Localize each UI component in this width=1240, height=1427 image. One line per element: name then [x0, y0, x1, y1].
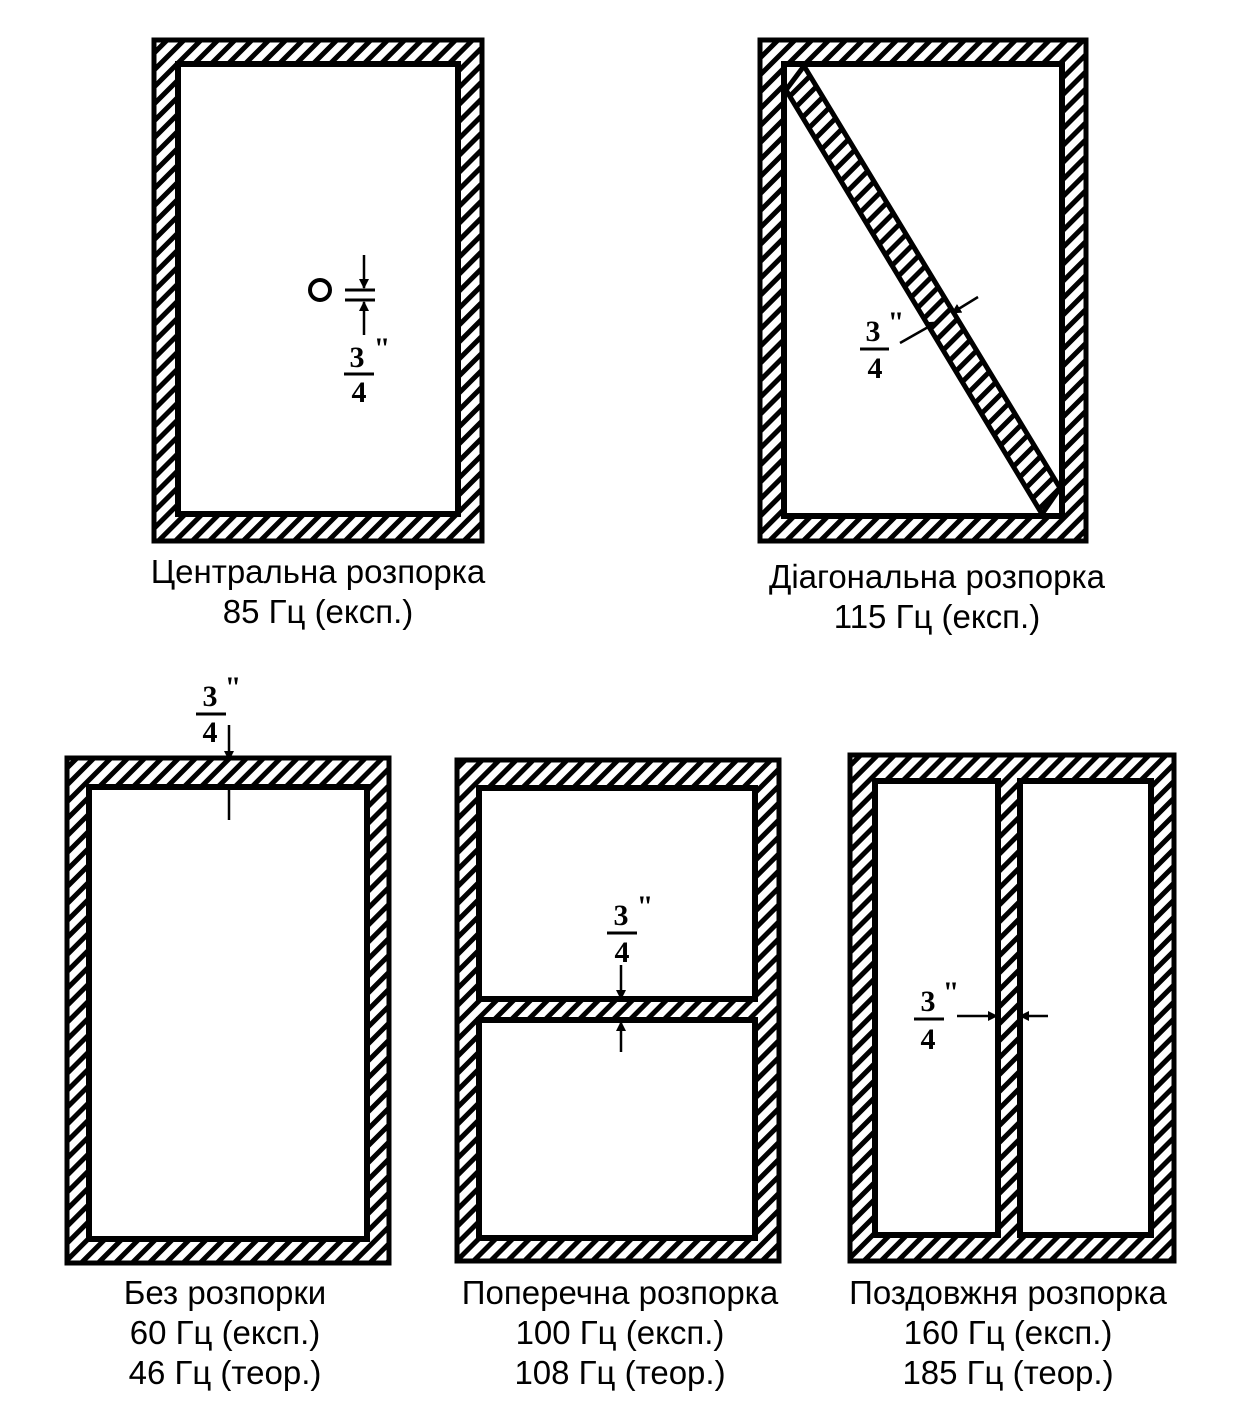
panel-none: 3 " 4	[64, 671, 392, 1266]
caption-line: 85 Гц (експ.)	[222, 593, 414, 630]
fraction-label: 3 " 4	[607, 890, 653, 969]
caption-line: 108 Гц (теор.)	[514, 1354, 726, 1391]
frame-inner-left	[872, 778, 1001, 1238]
fraction-label: 3 " 4	[860, 306, 904, 385]
central-post-circle	[308, 278, 332, 302]
fraction-label: 3 " 4	[344, 332, 390, 409]
caption-title: Без розпорки	[123, 1274, 327, 1311]
caption-longitudinal: Поздовжня розпорка 160 Гц (експ.) 185 Гц…	[818, 1273, 1198, 1393]
fraction-denominator: 4	[615, 936, 630, 969]
frame-inner-right	[1017, 778, 1154, 1238]
fraction-denominator: 4	[868, 352, 883, 385]
panel-diagonal: 3 " 4	[757, 37, 1089, 544]
fraction-denominator: 4	[352, 376, 367, 409]
caption-line: 60 Гц (експ.)	[129, 1314, 321, 1351]
dim-arrow	[951, 295, 979, 315]
panel-transverse: 3 " 4	[454, 757, 782, 1264]
panel-central: 3 " 4	[151, 37, 485, 544]
caption-central: Центральна розпорка 85 Гц (експ.)	[118, 552, 518, 632]
caption-transverse: Поперечна розпорка 100 Гц (експ.) 108 Гц…	[420, 1273, 820, 1393]
fraction-prime: "	[888, 306, 905, 339]
fraction-prime: "	[374, 332, 391, 365]
caption-title: Поперечна розпорка	[461, 1274, 779, 1311]
diagonal-brace	[782, 61, 1063, 519]
caption-none: Без розпорки 60 Гц (експ.) 46 Гц (теор.)	[50, 1273, 400, 1393]
fraction-denominator: 4	[203, 716, 218, 749]
panel-longitudinal: 3 " 4	[847, 752, 1177, 1264]
fraction-label: 3 " 4	[196, 671, 241, 749]
fraction-numerator: 3	[614, 899, 629, 932]
caption-line: 185 Гц (теор.)	[902, 1354, 1114, 1391]
fraction-prime: "	[943, 976, 960, 1009]
caption-line: 46 Гц (теор.)	[128, 1354, 322, 1391]
fraction-numerator: 3	[866, 315, 881, 348]
dim-arrow	[899, 320, 938, 345]
caption-line: 160 Гц (експ.)	[903, 1314, 1113, 1351]
caption-diagonal: Діагональна розпорка 115 Гц (експ.)	[734, 557, 1140, 637]
fraction-label: 3 " 4	[914, 976, 959, 1056]
frame-inner-bottom	[476, 1017, 758, 1241]
frame-inner	[86, 784, 370, 1242]
fraction-prime: "	[225, 671, 242, 704]
fraction-numerator: 3	[203, 680, 218, 713]
caption-title: Центральна розпорка	[150, 553, 486, 590]
fraction-prime: "	[637, 890, 654, 923]
caption-title: Діагональна розпорка	[768, 558, 1106, 595]
caption-line: 115 Гц (експ.)	[833, 598, 1041, 635]
fraction-numerator: 3	[350, 341, 365, 374]
caption-line: 100 Гц (експ.)	[515, 1314, 725, 1351]
fraction-denominator: 4	[921, 1023, 936, 1056]
caption-title: Поздовжня розпорка	[849, 1274, 1167, 1311]
fraction-numerator: 3	[921, 985, 936, 1018]
frame-inner-top	[476, 785, 758, 1002]
